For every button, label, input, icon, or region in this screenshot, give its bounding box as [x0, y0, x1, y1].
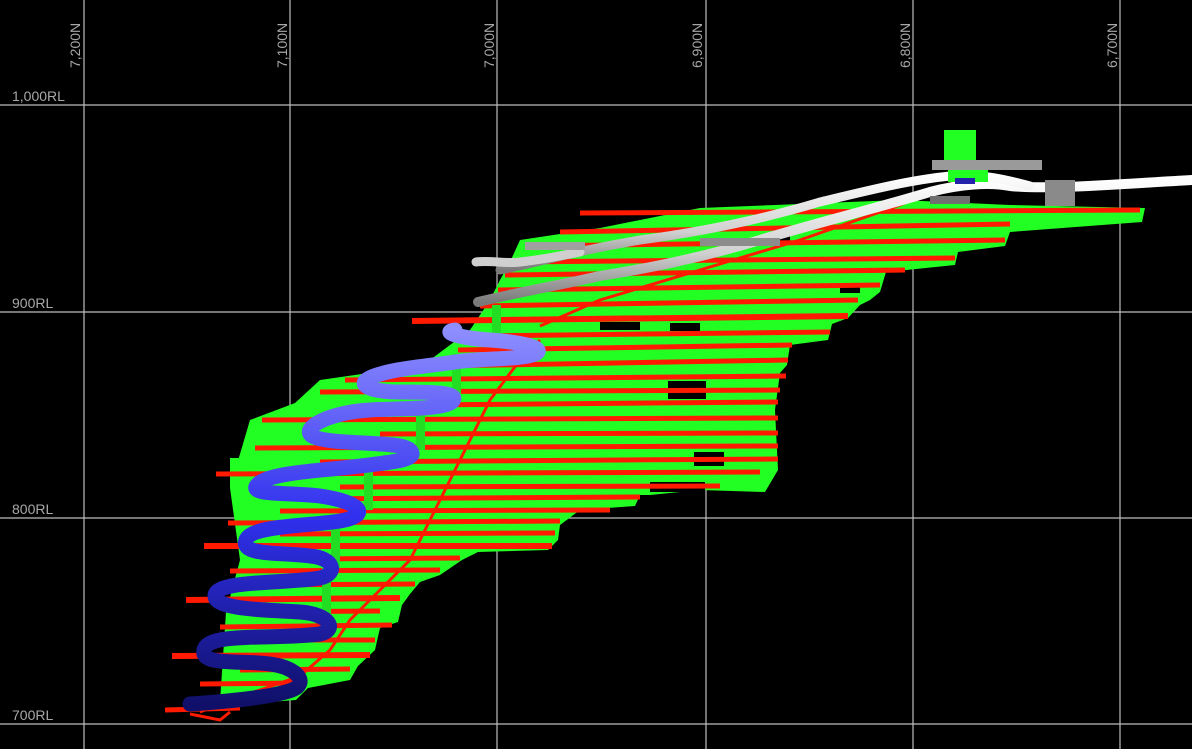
northing-label-7100n: 7,100N	[274, 23, 290, 68]
rl-label-1000: 1,000RL	[12, 88, 65, 104]
tunnel-ledge-a	[525, 242, 585, 250]
drive-l14	[414, 399, 779, 408]
rl-label-800: 800RL	[12, 501, 53, 517]
drive-l05	[504, 267, 906, 278]
access-tunnel-lower-branch	[473, 175, 1192, 307]
raises	[322, 305, 501, 626]
tunnel-ledge-c	[930, 196, 970, 204]
drive-l09	[469, 329, 831, 339]
tunnel-ledge-b	[700, 238, 780, 246]
stope-upper-east	[220, 200, 1145, 705]
drive-l16	[379, 430, 779, 437]
drive-l08	[411, 313, 849, 324]
rl-labels: 1,000RL 900RL 800RL 700RL	[12, 88, 65, 723]
spiral-decline	[182, 322, 546, 712]
northing-label-6800n: 6,800N	[897, 23, 913, 68]
northing-label-6900n: 6,900N	[689, 23, 705, 68]
drive-l12	[344, 373, 787, 383]
drive-l20	[339, 483, 721, 490]
portal-pad	[1045, 180, 1075, 206]
northing-labels: 7,200N 7,100N 7,000N 6,900N 6,800N 6,700…	[67, 23, 1120, 68]
access-drive-main	[199, 338, 542, 714]
rl-label-700: 700RL	[12, 707, 53, 723]
northing-label-7000n: 7,000N	[481, 23, 497, 68]
drive-l35	[199, 680, 301, 687]
workshop-structure	[932, 160, 1042, 170]
drive-l07	[479, 297, 859, 309]
rl-label-900: 900RL	[12, 295, 53, 311]
access-tunnel-stub	[471, 247, 585, 268]
upper-access-tunnel	[471, 160, 1192, 307]
access-drive-toe	[189, 710, 231, 722]
northing-label-7200n: 7,200N	[67, 23, 83, 68]
stope-top-cap	[944, 130, 976, 160]
surface-structure-base	[955, 178, 975, 184]
drive-l22	[279, 507, 611, 514]
northing-label-6700n: 6,700N	[1104, 23, 1120, 68]
drive-l31	[219, 622, 393, 630]
drive-l24	[279, 530, 556, 537]
